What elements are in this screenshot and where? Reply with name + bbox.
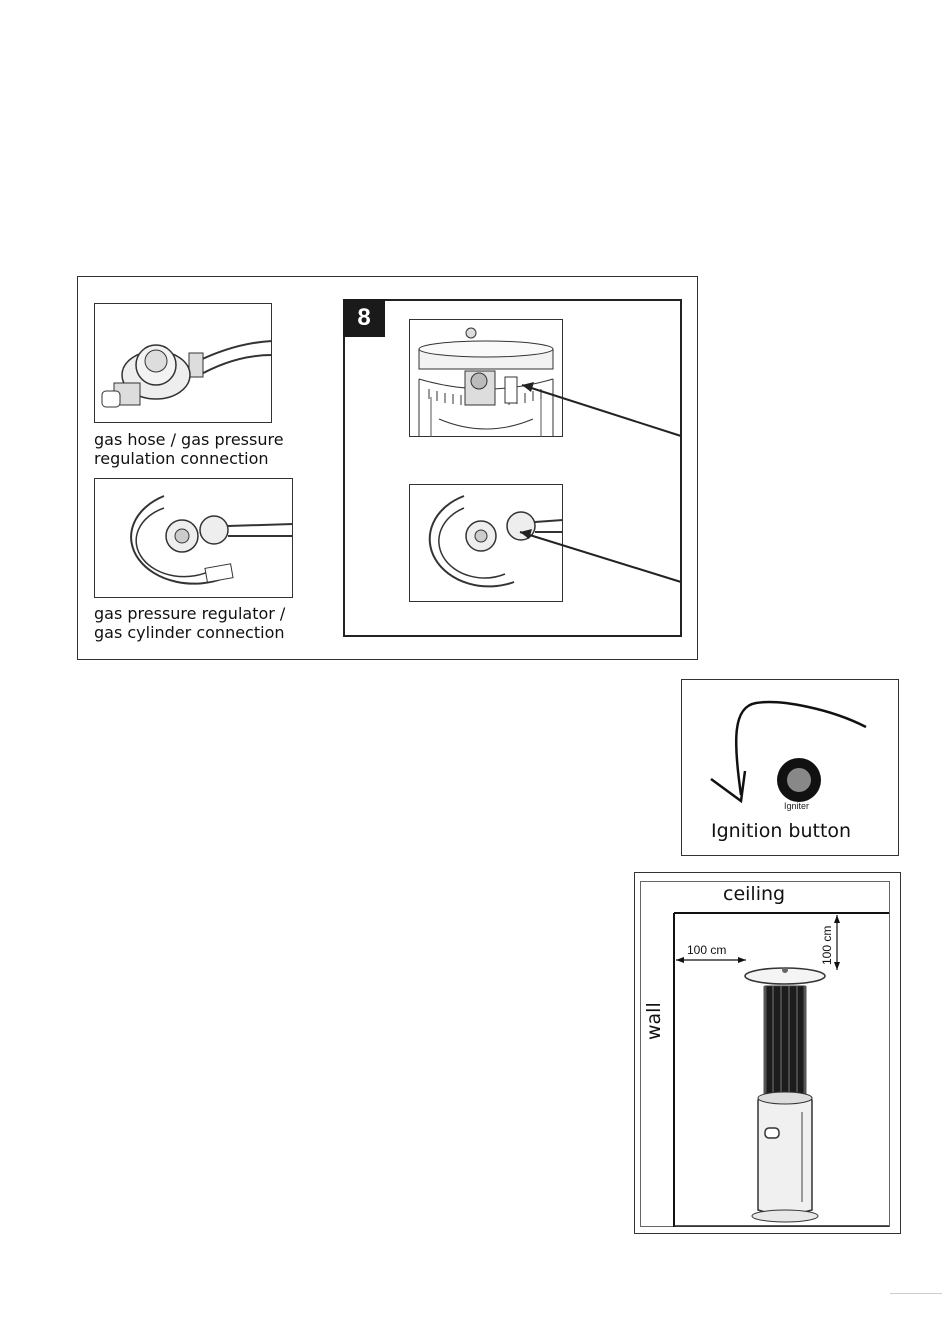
ignition-caption: Ignition button [711,820,851,842]
side-clearance-dimension: 100 cm [687,943,726,957]
step-8-pointer-arrows [0,0,950,700]
igniter-small-label: Igniter [784,801,809,811]
igniter-button-icon [775,756,823,804]
page-footer-rule [890,1293,942,1294]
top-clearance-dimension: 100 cm [820,926,834,965]
room-and-heater-drawing [634,872,901,1234]
